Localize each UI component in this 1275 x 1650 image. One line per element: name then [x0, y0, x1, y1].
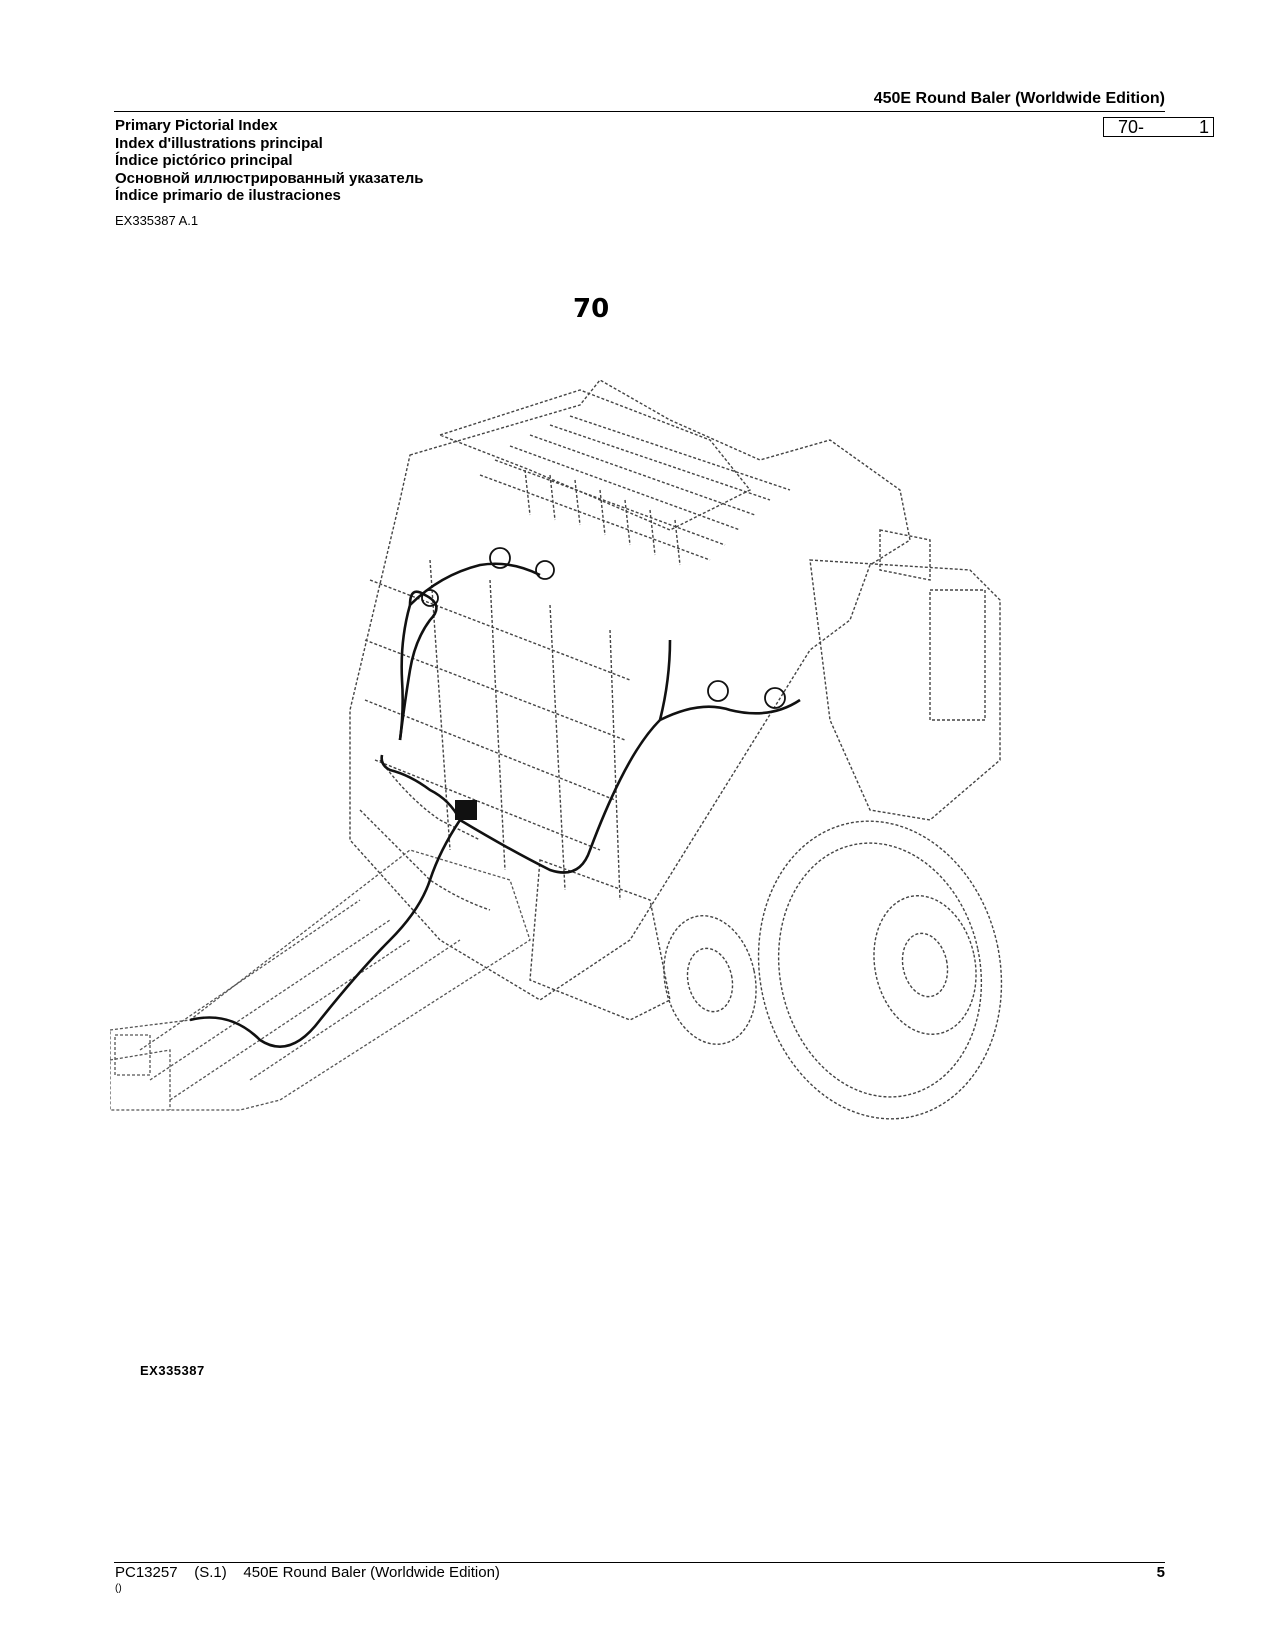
index-title-block: Primary Pictorial Index Index d'illustra…	[115, 117, 423, 205]
title-spanish: Índice primario de ilustraciones	[115, 187, 341, 204]
section-number: 70	[573, 294, 610, 324]
title-english: Primary Pictorial Index	[115, 117, 278, 134]
header-divider	[114, 111, 1165, 112]
page-ref-section: 70-	[1118, 117, 1145, 137]
round-baler-wiring-harness-drawing	[110, 380, 1003, 1120]
baler-body-outline	[349, 380, 1001, 1021]
control-module	[455, 800, 477, 820]
figure-code: EX335387 A.1	[115, 213, 199, 228]
page-ref-number: 1	[1198, 117, 1209, 137]
footer-divider	[114, 1562, 1165, 1563]
footer-page-number: 5	[1156, 1564, 1165, 1581]
tongue-outline	[110, 849, 531, 1111]
footer-subtext: ()	[115, 1583, 122, 1594]
title-russian: Основной иллюстрированный указатель	[115, 169, 424, 187]
page-reference-box: 70- 1	[1103, 117, 1214, 137]
image-code: EX335387	[140, 1363, 205, 1378]
title-portuguese: Índice pictórico principal	[115, 152, 293, 169]
wiring-harness	[189, 562, 801, 1048]
title-french: Index d'illustrations principal	[115, 134, 323, 152]
wheel-outline	[663, 820, 1003, 1120]
harness-loops	[421, 547, 786, 709]
document-header-title: 450E Round Baler (Worldwide Edition)	[873, 90, 1165, 107]
footer-text: PC13257 (S.1) 450E Round Baler (Worldwid…	[115, 1564, 500, 1581]
